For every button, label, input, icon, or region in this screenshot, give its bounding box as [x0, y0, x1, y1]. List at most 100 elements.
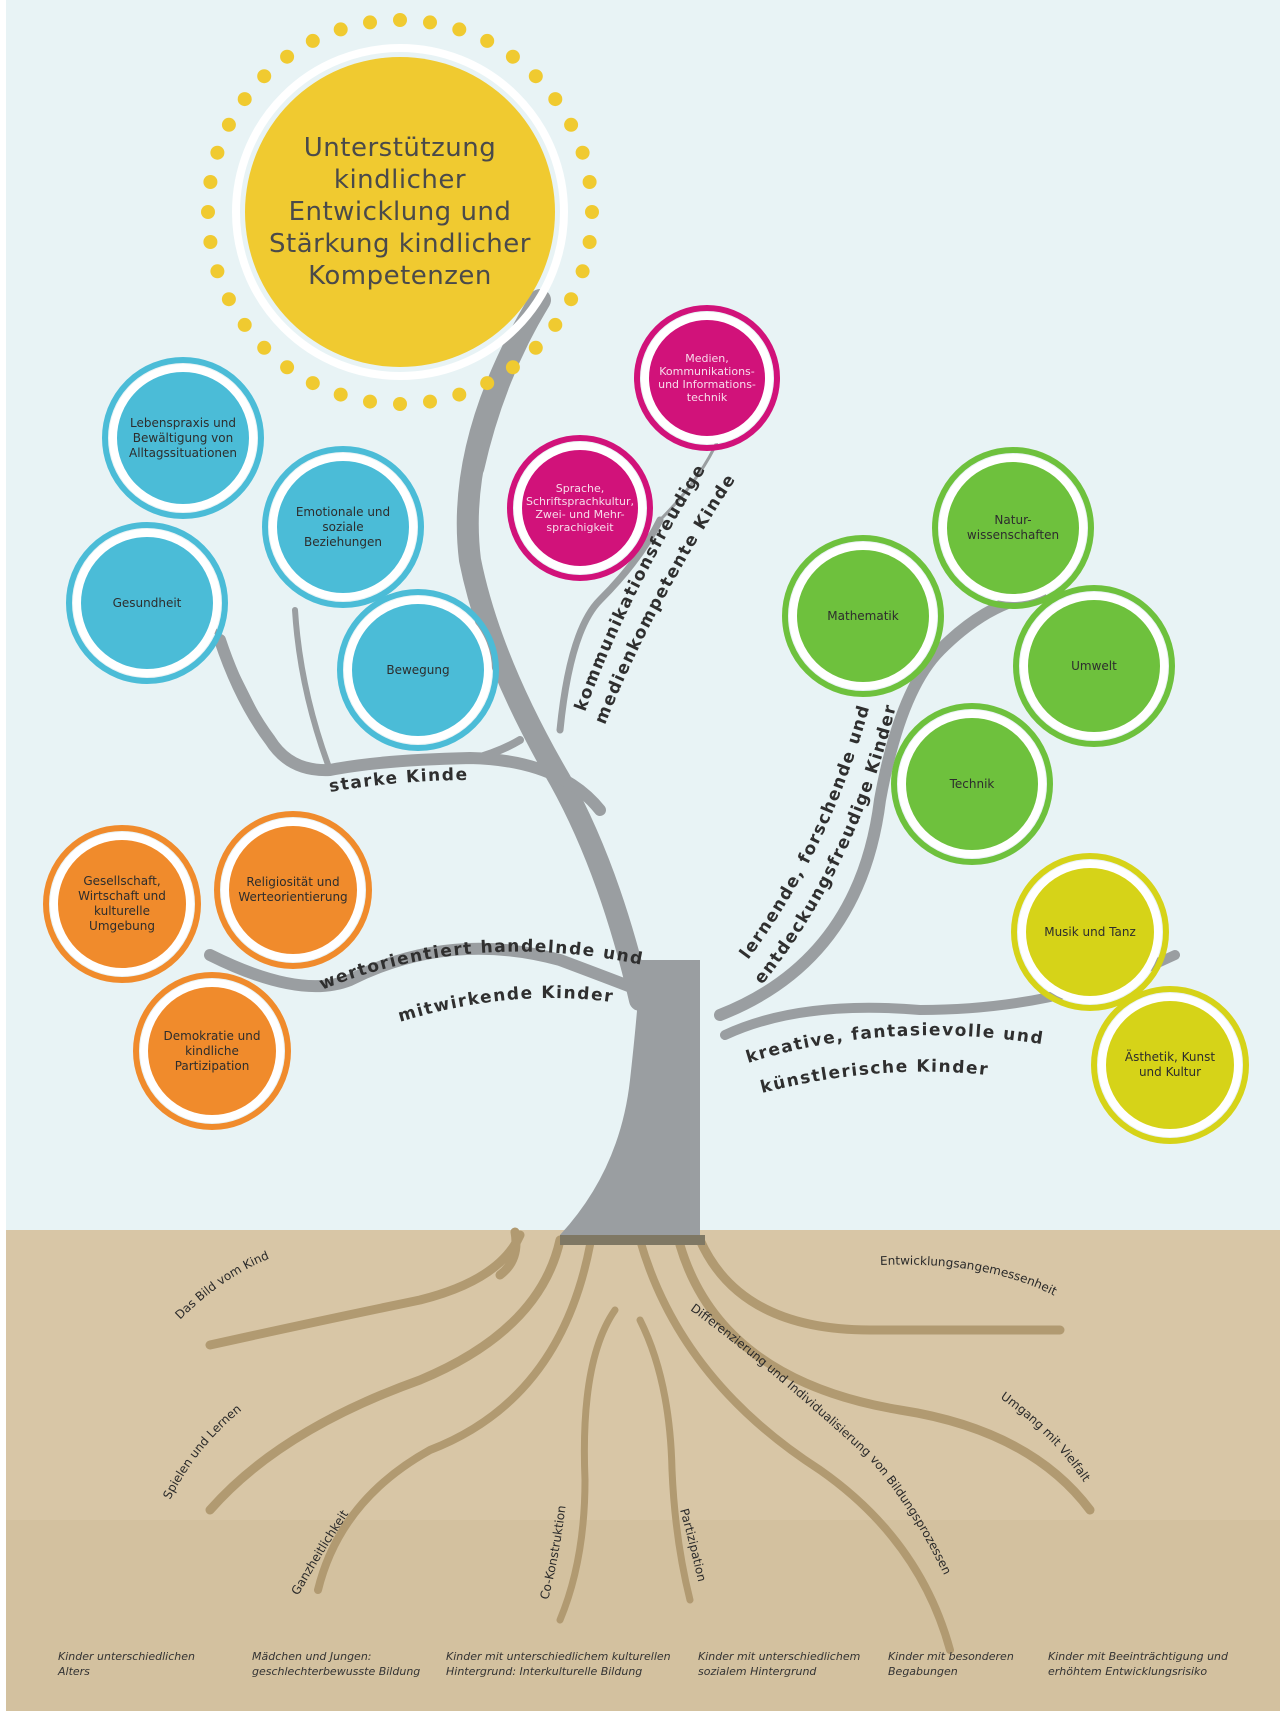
sun-dot [505, 360, 520, 375]
sun-dot [548, 92, 563, 107]
note-beeintraechtigung: Kinder mit Beeinträchtigung und erhöhtem… [1048, 1650, 1228, 1678]
note-geschlecht: Mädchen und Jungen: geschlechterbewusste… [252, 1650, 421, 1678]
sun-dot [221, 292, 236, 307]
branch-emotionale [292, 607, 333, 773]
sun-dot [564, 292, 579, 307]
trunk-root-shadow [560, 1235, 705, 1245]
roots [205, 1227, 1095, 1654]
root-spielen [205, 1235, 565, 1515]
branch-sun-tip [476, 301, 549, 474]
sun-dot [575, 145, 590, 160]
leaf-ring-technik [891, 703, 1053, 865]
sun-dot [582, 175, 597, 189]
leaves-orange [43, 811, 372, 1130]
sun [201, 13, 599, 411]
sun-dot [257, 340, 272, 355]
leaf-ring-aesthetik [1091, 986, 1249, 1144]
root-bild [205, 1230, 525, 1350]
sun-dot [480, 376, 495, 391]
leaves-yellow [1011, 853, 1249, 1144]
branch-bewegung [466, 736, 524, 764]
root-kokonstruktion [556, 1306, 619, 1624]
leaf-ring-musik [1011, 853, 1169, 1011]
sun-dot [393, 13, 407, 27]
leaves-blue [66, 357, 499, 751]
leaf-mathematik: Mathematik [827, 608, 899, 623]
leaf-circle-gesellschaft [50, 832, 194, 976]
leaf-bewegung: Bewegung [386, 662, 450, 677]
sun-ring [232, 44, 568, 380]
soil-area [6, 1230, 1280, 1711]
root-entwicklung [695, 1235, 1065, 1335]
leaf-ring-lebenspraxis [102, 357, 264, 519]
leaf-ring-emotionale [262, 446, 424, 608]
leaf-gesundheit: Gesundheit [112, 595, 182, 610]
note-kultur: Kinder mit unterschiedlichem kulturellen… [446, 1650, 671, 1678]
sun-dot [221, 117, 236, 132]
leaf-ring-religiositaet [214, 811, 372, 969]
leaf-circle-bewegung [344, 596, 492, 744]
sun-dot [452, 22, 467, 37]
soil-fade [6, 1520, 1280, 1711]
leaf-circle-emotionale [269, 453, 417, 601]
leaf-natur: Natur- wissenschaften [966, 513, 1060, 542]
leaf-circle-sprache [514, 442, 646, 574]
leaf-circle-musik [1018, 860, 1162, 1004]
sun-title: Unterstützung kindlicher Entwicklung und… [250, 122, 550, 302]
leaf-ring-umwelt [1013, 585, 1175, 747]
leaf-ring-mathematik [782, 535, 944, 697]
sun-dots [201, 13, 599, 411]
root-bild-stub [495, 1227, 521, 1280]
leaf-ring-natur [932, 447, 1094, 609]
sun-dot [280, 360, 295, 375]
leaf-circle-technik [898, 710, 1046, 858]
sun-core [245, 57, 555, 367]
leaf-circle-umwelt [1020, 592, 1168, 740]
branch-starke [214, 634, 606, 816]
branch-werte [204, 942, 696, 1016]
sun-dot [305, 33, 320, 48]
sun-dot [505, 49, 520, 64]
leaf-demokratie: Demokratie und kindliche Partizipation [163, 1028, 261, 1073]
sun-dot [393, 397, 407, 411]
branch-lernende [714, 589, 1046, 1021]
sun-dot [237, 92, 252, 107]
note-sozial: Kinder mit unterschiedlichem sozialem Hi… [698, 1650, 861, 1678]
leaf-lebenspraxis: Lebenspraxis und Bewältigung von Alltags… [128, 415, 238, 460]
branch-sun [456, 289, 651, 1011]
tree-trunk [560, 960, 700, 1235]
sun-dot [423, 394, 437, 409]
leaf-circle-religiositaet [221, 818, 365, 962]
sun-dot [333, 387, 348, 402]
leaf-circle-natur [939, 454, 1087, 602]
leaf-emotionale: Emotionale und soziale Beziehungen [295, 504, 391, 549]
leaf-ring-sprache [507, 435, 653, 581]
leaf-medien: Medien, Kommunikations- und Informations… [658, 352, 756, 404]
sun-dot [203, 235, 218, 249]
leaf-circle-demokratie [140, 979, 284, 1123]
leaf-circle-gesundheit [73, 529, 221, 677]
sun-dot [280, 49, 295, 64]
sun-title-line: Unterstützung [303, 133, 497, 163]
leaf-sprache: Sprache, Schriftsprachkultur, Zwei- und … [526, 482, 634, 534]
leaf-ring-medien [634, 305, 780, 451]
root-ganzheitlichkeit [314, 1241, 594, 1594]
leaf-ring-demokratie [133, 972, 291, 1130]
root-differenzierung [636, 1236, 954, 1654]
sun-dot [201, 205, 215, 219]
sun-dot [210, 264, 225, 279]
sun-title-line: kindlicher [333, 165, 467, 195]
sun-dot [452, 387, 467, 402]
sun-title-line: Entwicklung und [288, 197, 512, 227]
sun-dot [423, 15, 437, 30]
sun-dot [333, 22, 348, 37]
leaf-aesthetik: Ästhetik, Kunst und Kultur [1124, 1050, 1216, 1079]
sun-dot [480, 33, 495, 48]
leaf-religiositaet: Religiosität und Werteorientierung [238, 875, 348, 904]
sun-dot [363, 15, 377, 30]
leaf-circle-mathematik [789, 542, 937, 690]
sun-title-line: Stärkung kindlicher [269, 229, 531, 259]
sun-dot [305, 376, 320, 391]
